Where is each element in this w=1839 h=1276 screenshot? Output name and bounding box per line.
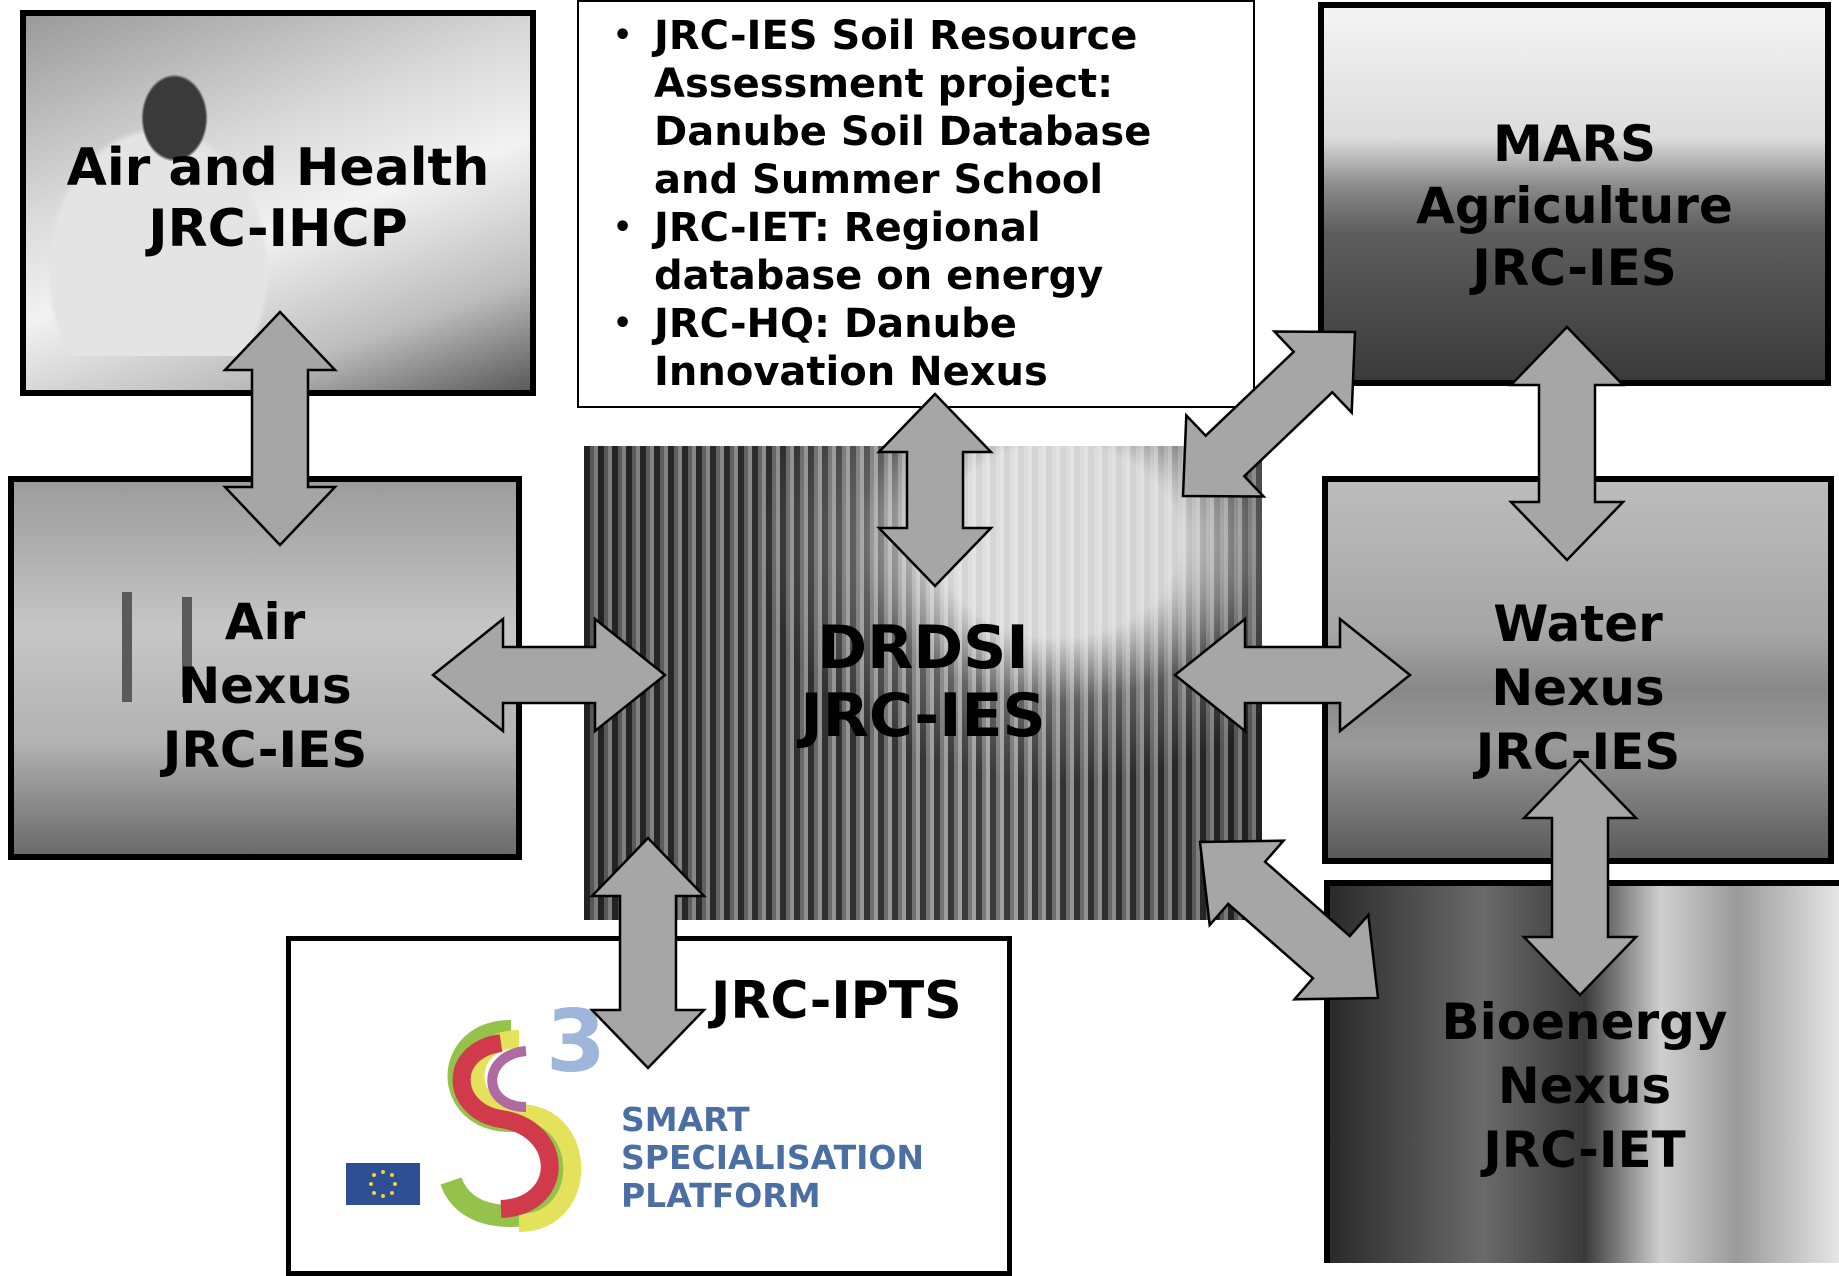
s3-wordmark: SMART SPECIALISATION PLATFORM bbox=[621, 1101, 924, 1215]
chimney-2 bbox=[182, 597, 192, 697]
bioenergy-label: Bioenergy Nexus JRC-IET bbox=[1441, 993, 1728, 1179]
s3-logo: 3 bbox=[440, 992, 606, 1232]
s3-line: SPECIALISATION bbox=[621, 1138, 925, 1177]
arrow-water-bioenergy bbox=[1521, 758, 1639, 997]
arrow-mars-water bbox=[1508, 325, 1626, 562]
s3-line: SMART bbox=[621, 1100, 750, 1139]
eu-flag-icon bbox=[346, 1163, 420, 1205]
arrow-airnexus-drdsi bbox=[430, 616, 668, 734]
field-photo bbox=[1324, 8, 1825, 380]
s3-digit: 3 bbox=[546, 992, 606, 1092]
chimney-1 bbox=[122, 592, 132, 702]
bullet-item: JRC-IES Soil Resource Assessment project… bbox=[599, 12, 1235, 204]
bullet-item: JRC-HQ: Danube Innovation Nexus bbox=[599, 300, 1235, 396]
drdsi-label: DRDSI JRC-IES bbox=[800, 613, 1046, 751]
scientist-figure bbox=[26, 16, 356, 356]
air-nexus-label: Air Nexus JRC-IES bbox=[162, 593, 368, 779]
bullet-item: JRC-IET: Regional database on energy bbox=[599, 204, 1235, 300]
arrow-drdsi-ipts bbox=[589, 836, 707, 1070]
arrow-drdsi-water bbox=[1172, 616, 1413, 734]
s3-swirl-red bbox=[452, 1034, 559, 1218]
mars-panel: MARS Agriculture JRC-IES bbox=[1318, 2, 1831, 386]
s3-line: PLATFORM bbox=[621, 1176, 821, 1215]
arrow-airhealth-airnexus bbox=[222, 310, 338, 547]
ipts-label: JRC-IPTS bbox=[711, 971, 962, 1031]
projects-bullet-box: JRC-IES Soil Resource Assessment project… bbox=[577, 0, 1255, 408]
arrow-mars-drdsi bbox=[1181, 330, 1357, 498]
smog-photo bbox=[14, 482, 516, 854]
s3-swirl-purple bbox=[487, 1046, 527, 1112]
arrow-bullets-drdsi bbox=[876, 392, 994, 588]
arrow-drdsi-bioenergy bbox=[1198, 839, 1380, 1001]
air-health-label: Air and Health JRC-IHCP bbox=[66, 138, 490, 260]
ipts-panel: JRC-IPTS 3 SMART SPECIALISATION PLATFORM bbox=[286, 936, 1012, 1276]
mars-label: MARS Agriculture JRC-IES bbox=[1416, 115, 1733, 297]
